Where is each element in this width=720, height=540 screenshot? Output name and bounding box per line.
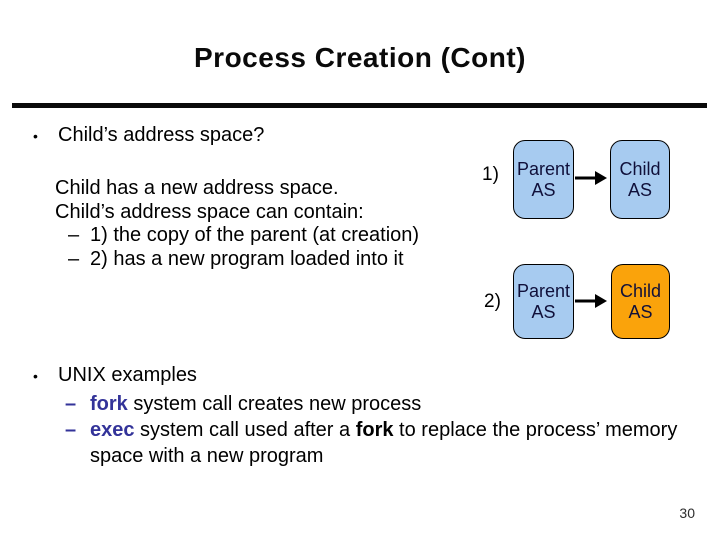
- bullet-text: UNIX examples: [58, 364, 197, 386]
- box-label-line: AS: [531, 301, 556, 322]
- unix-examples-list: – fork system call creates new process –…: [65, 391, 677, 469]
- box-label-line: AS: [628, 301, 653, 322]
- parent-as-box-row1: Parent AS: [513, 140, 574, 219]
- bullet-unix-examples: • UNIX examples: [33, 364, 197, 387]
- sub-bullet-new-program: – 2) has a new program loaded into it: [55, 248, 419, 272]
- fork-keyword: fork: [90, 393, 128, 415]
- sub-bullet-copy-of-parent: – 1) the copy of the parent (at creation…: [55, 224, 419, 248]
- child-address-space-paragraph: Child has a new address space. Child’s a…: [55, 177, 419, 271]
- right-arrow-icon: [575, 294, 607, 308]
- fork-keyword-inline: fork: [355, 419, 394, 441]
- paragraph-line: Child has a new address space.: [55, 177, 339, 199]
- dash-bullet: –: [68, 224, 80, 246]
- diagram-row2-label: 2): [484, 291, 501, 312]
- page-number: 30: [679, 505, 695, 521]
- dash-bullet: –: [65, 419, 77, 441]
- unix-item-tail: to replace the process’ memory: [393, 419, 678, 441]
- unix-item-fork: – fork system call creates new process: [65, 391, 677, 417]
- exec-keyword: exec: [90, 419, 135, 441]
- box-label-line: Parent: [516, 158, 571, 179]
- bullet-dot-icon: •: [33, 368, 38, 384]
- unix-item-text: exec system call used after a fork to re…: [90, 417, 677, 469]
- box-label-line: Child: [619, 158, 661, 179]
- box-label-line: AS: [627, 179, 652, 200]
- unix-item-tail-wrap: space with a new program: [90, 445, 324, 467]
- bullet-text: Child’s address space?: [58, 124, 265, 146]
- paragraph-line: Child’s address space can contain:: [55, 200, 364, 223]
- unix-item-text: fork system call creates new process: [90, 391, 421, 417]
- parent-as-box-row2: Parent AS: [513, 264, 574, 339]
- unix-item-mid: system call used after a: [134, 419, 356, 441]
- unix-item-rest: system call creates new process: [127, 393, 422, 415]
- diagram-row1-label: 1): [482, 164, 499, 185]
- box-label-line: Parent: [516, 280, 571, 301]
- box-label-line: Child: [619, 280, 662, 301]
- sub-bullet-text: 1) the copy of the parent (at creation): [90, 224, 420, 246]
- dash-bullet: –: [65, 393, 77, 415]
- child-as-box-row2: Child AS: [611, 264, 670, 339]
- title-divider-rule: [12, 103, 707, 108]
- unix-item-exec: – exec system call used after a fork to …: [65, 417, 677, 469]
- sub-bullet-text: 2) has a new program loaded into it: [90, 247, 404, 270]
- slide-title: Process Creation (Cont): [194, 42, 526, 73]
- child-as-box-row1: Child AS: [610, 140, 670, 219]
- bullet-childs-address-space: • Child’s address space?: [33, 124, 264, 147]
- bullet-dot-icon: •: [33, 128, 38, 144]
- box-label-line: AS: [531, 179, 556, 200]
- dash-bullet: –: [68, 247, 80, 270]
- right-arrow-icon: [575, 171, 607, 185]
